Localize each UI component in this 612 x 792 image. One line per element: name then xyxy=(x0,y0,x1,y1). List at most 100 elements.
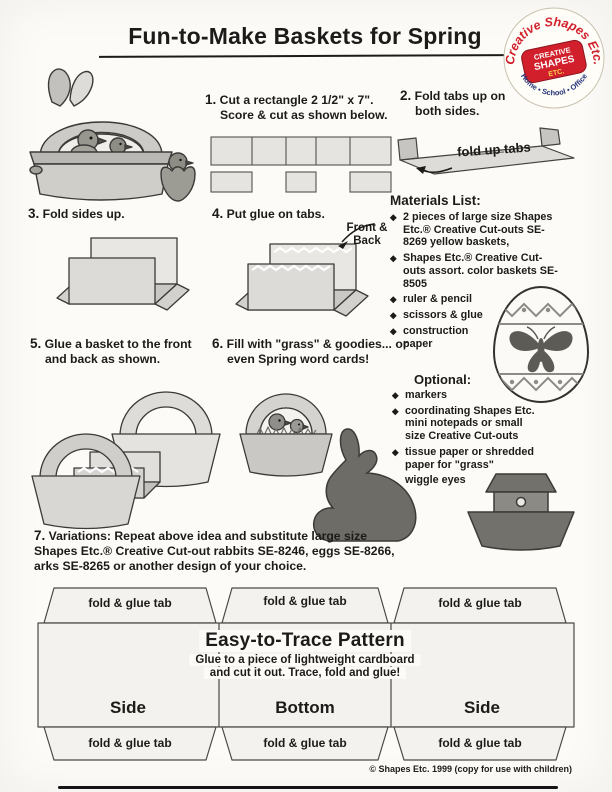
pattern-bottom-tab-left xyxy=(43,726,217,761)
easter-egg-illustration xyxy=(492,285,590,404)
pattern-bottom-tab-middle xyxy=(221,726,389,761)
bunny-basket-illustration xyxy=(29,68,196,202)
optional-item-3: ◆ tissue paper or shredded paper for "gr… xyxy=(392,446,544,471)
materials-header: Materials List: xyxy=(390,193,481,208)
pattern-subtitle-line1: Glue to a piece of lightweight cardboard xyxy=(189,654,421,666)
egg-dots xyxy=(509,307,563,385)
cracked-egg xyxy=(160,166,196,202)
materials-item-5-text: construction paper xyxy=(403,324,469,350)
step-4-text: Put glue on tabs. xyxy=(226,207,325,221)
butterfly-icon xyxy=(509,326,573,373)
chick-in-basket xyxy=(268,413,286,431)
diamond-bullet-icon: ◆ xyxy=(390,325,397,336)
materials-item-1-text: 2 pieces of large size Shapes Etc.® Crea… xyxy=(403,211,553,249)
step-3-diagram xyxy=(56,237,190,311)
basket-rim xyxy=(29,151,173,165)
fold-arrow xyxy=(416,166,426,174)
diamond-bullet-icon: ◆ xyxy=(390,310,397,321)
step-2-number: 2. xyxy=(400,88,412,103)
pattern-section-bottom: Bottom xyxy=(275,698,335,717)
ark-cutout-silhouette xyxy=(467,473,575,551)
optional-header: Optional: xyxy=(414,372,472,387)
page-title: Fun-to-Make Baskets for Spring xyxy=(128,23,482,49)
logo-badge: CREATIVE SHAPES ETC. xyxy=(521,39,587,84)
step-2-diagram xyxy=(397,127,575,175)
pattern-subtitle-line2: and cut it out. Trace, fold and glue! xyxy=(203,667,407,679)
materials-item-4-text: scissors & glue xyxy=(403,309,483,322)
materials-item-2-text: Shapes Etc.® Creative Cut-outs assort. c… xyxy=(403,252,558,290)
optional-item-3-text: tissue paper or shredded paper for "gras… xyxy=(405,445,534,471)
diamond-bullet-icon: ◆ xyxy=(390,294,397,305)
chick-beak xyxy=(97,137,107,145)
tab-label-top-middle: fold & glue tab xyxy=(263,594,347,608)
step-1-number: 1. xyxy=(205,92,217,107)
optional-item-4: wiggle eyes xyxy=(392,474,544,487)
diamond-bullet-icon: ◆ xyxy=(392,446,399,457)
tab-label-bottom-left: fold & glue tab xyxy=(88,736,172,750)
diamond-bullet-icon: ◆ xyxy=(390,253,397,264)
step-7-instruction: 7. Variations: Repeat above idea and sub… xyxy=(34,528,404,574)
step-6-number: 6. xyxy=(212,336,224,351)
step-5-text: Glue a basket to the front and back as s… xyxy=(44,337,192,367)
tab-label-bottom-right: fold & glue tab xyxy=(438,736,522,750)
diamond-bullet-icon: ◆ xyxy=(390,212,397,222)
step-7-text: Repeat above idea and substitute large s… xyxy=(34,529,395,574)
pattern-bottom-tab-right xyxy=(393,726,567,761)
step-7-number: 7. xyxy=(34,528,46,543)
step-5-number: 5. xyxy=(30,336,42,351)
rabbit-cutout-silhouette xyxy=(312,428,417,542)
step-3-number: 3. xyxy=(28,206,40,221)
optional-item-2: ◆ coordinating Shapes Etc. mini notepads… xyxy=(392,405,544,443)
bunny-ear-right xyxy=(69,70,94,107)
egg-decorative-bands xyxy=(494,302,588,392)
creative-shapes-logo: Creative Shapes Etc. CREATIVE SHAPES ETC… xyxy=(503,7,605,109)
materials-item-4: ◆ scissors & glue xyxy=(390,309,560,322)
glue-squiggle-front xyxy=(251,264,331,272)
basket-body xyxy=(33,163,169,201)
step-6-diagram xyxy=(239,393,333,477)
glue-arrow xyxy=(338,241,348,249)
diamond-bullet-icon: ◆ xyxy=(392,390,399,400)
step-6-text: Fill with "grass" & goodies... or even S… xyxy=(226,337,408,367)
scan-edge-line xyxy=(58,786,558,789)
step-1-instruction: 1. Cut a rectangle 2 1/2" x 7". Score & … xyxy=(205,92,395,123)
pattern-title: Easy-to-Trace Pattern xyxy=(199,630,411,652)
step-3-instruction: 3. Fold sides up. xyxy=(28,206,198,222)
step-2-text: Fold tabs up on both sides. xyxy=(414,89,506,119)
step-2-instruction: 2. Fold tabs up on both sides. xyxy=(400,88,512,119)
materials-item-3-text: ruler & pencil xyxy=(403,293,472,306)
finished-basket-body xyxy=(239,433,333,477)
materials-item-1: ◆ 2 pieces of large size Shapes Etc.® Cr… xyxy=(390,211,560,249)
pattern-section-side-right: Side xyxy=(464,698,500,717)
step-5-diagram xyxy=(31,391,221,530)
optional-item-1-text: markers xyxy=(405,389,448,401)
basket-bow xyxy=(29,165,43,175)
step-5-instruction: 5. Glue a basket to the front and back a… xyxy=(30,336,210,367)
step-1-diagram xyxy=(210,136,392,193)
logo-badge-line3: ETC. xyxy=(548,68,565,78)
optional-list: ◆ markers ◆ coordinating Shapes Etc. min… xyxy=(392,389,544,490)
front-basket-cutout xyxy=(31,433,141,530)
grass xyxy=(255,426,317,437)
step-3-text: Fold sides up. xyxy=(42,207,125,221)
step-4-diagram xyxy=(235,223,375,317)
step-4-number: 4. xyxy=(212,206,224,221)
step-6-instruction: 6. Fill with "grass" & goodies... or eve… xyxy=(212,336,412,367)
step-4-instruction: 4. Put glue on tabs. xyxy=(212,206,392,222)
optional-item-2-text: coordinating Shapes Etc. mini notepads o… xyxy=(405,404,535,443)
tab-label-top-left: fold & glue tab xyxy=(88,596,172,610)
bunny-ear-left xyxy=(47,68,71,107)
diamond-bullet-icon: ◆ xyxy=(392,405,399,416)
materials-item-5: ◆ construction paper xyxy=(390,325,490,350)
materials-item-3: ◆ ruler & pencil xyxy=(390,293,560,306)
step-7-variations-label: Variations: xyxy=(48,529,111,543)
optional-item-1: ◆ markers xyxy=(392,389,544,402)
step-1-text: Cut a rectangle 2 1/2" x 7". Score & cut… xyxy=(219,93,388,123)
optional-item-4-text: wiggle eyes xyxy=(405,474,466,487)
tab-label-bottom-middle: fold & glue tab xyxy=(263,736,347,750)
glue-squiggle-back xyxy=(273,246,353,254)
materials-list: ◆ 2 pieces of large size Shapes Etc.® Cr… xyxy=(390,211,560,353)
front-back-label: Front & Back xyxy=(346,222,388,248)
copyright-footer: © Shapes Etc. 1999 (copy for use with ch… xyxy=(369,764,572,774)
